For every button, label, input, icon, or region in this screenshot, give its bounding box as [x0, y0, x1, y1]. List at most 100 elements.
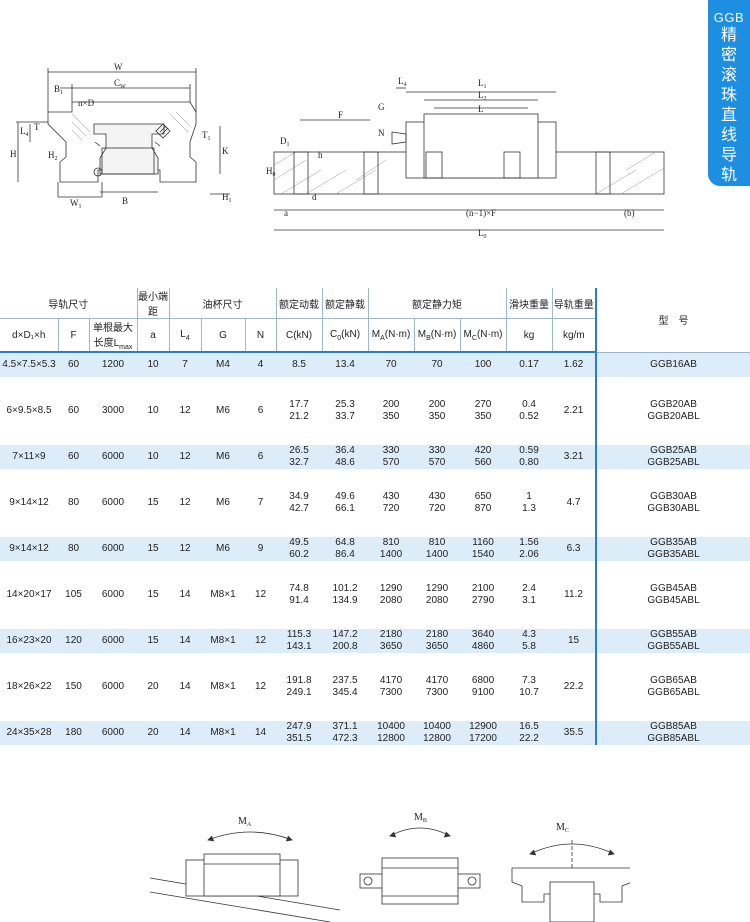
- model-code: GGB45AB: [650, 583, 697, 594]
- cell-value: 472.3: [332, 733, 358, 744]
- cell-F: 120: [58, 629, 89, 653]
- svg-text:H: H: [10, 149, 17, 159]
- model-code: GGB20AB: [650, 399, 697, 410]
- hdr-rail-weight: 导轨重量: [552, 288, 597, 319]
- svg-text:d: d: [312, 192, 317, 202]
- cell-value: 2.4: [522, 583, 536, 594]
- svg-text:MC: MC: [556, 822, 569, 834]
- cell-value: 2080: [379, 595, 403, 606]
- side-view-drawing: L1 L2 L L4 G F N D1 h H0 d a (n−1)×F (b)…: [266, 70, 666, 240]
- cell-dxdh: 24×35×28: [0, 721, 58, 745]
- cell-value: 345.4: [332, 687, 358, 698]
- cell-a: 15: [147, 497, 159, 508]
- cell-value: 34.9: [289, 491, 309, 502]
- svg-text:G: G: [378, 102, 385, 112]
- series-title-char: 直: [720, 107, 737, 124]
- cell-lmax: 6000: [89, 721, 137, 745]
- svg-text:a: a: [284, 208, 288, 218]
- cell-value: 143.1: [286, 641, 312, 652]
- col-C0: C0(kN): [322, 318, 369, 353]
- svg-text:(b): (b): [624, 208, 635, 218]
- cell-value: 12900: [469, 721, 497, 732]
- cell-value: 200: [382, 399, 400, 410]
- cell-kgm: 15: [552, 629, 597, 653]
- cell-G: M6: [216, 497, 230, 508]
- cell-value: 13.4: [335, 359, 355, 370]
- cell-a: 10: [147, 405, 159, 416]
- cell-F: 80: [58, 537, 89, 561]
- model-code: GGB55AB: [650, 629, 697, 640]
- cell-value: 7.3: [522, 675, 536, 686]
- svg-text:MB: MB: [414, 812, 427, 824]
- cell-L4: 14: [179, 681, 191, 692]
- cell-value: 2790: [471, 595, 495, 606]
- cell-a: 10: [137, 445, 169, 469]
- cell-F: 80: [67, 497, 80, 508]
- cell-value: 60.2: [289, 549, 309, 560]
- cell-dxdh: 18×26×22: [6, 681, 52, 692]
- col-a: a: [137, 318, 170, 353]
- cell-value: 0.59: [519, 445, 539, 456]
- cell-value: 10.7: [519, 687, 539, 698]
- cell-value: 330: [428, 445, 446, 456]
- cell-value: 1400: [379, 549, 403, 560]
- cell-value: 7300: [425, 687, 449, 698]
- dim-W: W: [114, 62, 123, 72]
- svg-text:h: h: [318, 150, 323, 160]
- cell-value: 371.1: [332, 721, 358, 732]
- cell-L4: 12: [169, 445, 201, 469]
- col-G: G: [201, 318, 246, 353]
- cell-value: 650: [474, 491, 492, 502]
- cell-value: 350: [382, 411, 400, 422]
- cell-value: 6800: [471, 675, 495, 686]
- cell-value: 10400: [377, 721, 405, 732]
- cell-kgm: 2.21: [563, 405, 584, 416]
- cell-N: 12: [254, 681, 267, 692]
- svg-text:MA: MA: [238, 816, 252, 828]
- svg-text:L2: L2: [478, 90, 487, 102]
- model-code: GGB65ABL: [647, 687, 700, 698]
- moment-ma-diagram: MA: [150, 816, 341, 922]
- cell-value: 570: [382, 457, 400, 468]
- cell-value: 200.8: [332, 641, 358, 652]
- row-spacer: [0, 699, 750, 721]
- cell-value: 2180: [379, 629, 403, 640]
- cell-L4: 12: [179, 497, 191, 508]
- cell-value: 134.9: [332, 595, 358, 606]
- cell-MC: 100: [460, 352, 507, 377]
- cell-C0: 13.4: [322, 352, 369, 377]
- cell-value: 25.3: [335, 399, 355, 410]
- cell-value: 74.8: [289, 583, 309, 594]
- cell-value: 4170: [425, 675, 449, 686]
- series-title-char: 线: [720, 127, 737, 144]
- svg-text:L1: L1: [478, 78, 487, 90]
- model-code: GGB85AB: [650, 721, 697, 732]
- cell-kgm: 6.3: [552, 537, 597, 561]
- cell-value: 2080: [425, 595, 449, 606]
- cell-G: M6: [201, 537, 245, 561]
- cell-value: 21.2: [289, 411, 309, 422]
- cell-value: 4.3: [522, 629, 536, 640]
- cell-value: 350: [474, 411, 492, 422]
- model-code: GGB85ABL: [647, 733, 700, 744]
- cell-kg: 0.17: [506, 352, 553, 377]
- cell-G: M8×1: [201, 721, 245, 745]
- cell-value: 2.06: [519, 549, 539, 560]
